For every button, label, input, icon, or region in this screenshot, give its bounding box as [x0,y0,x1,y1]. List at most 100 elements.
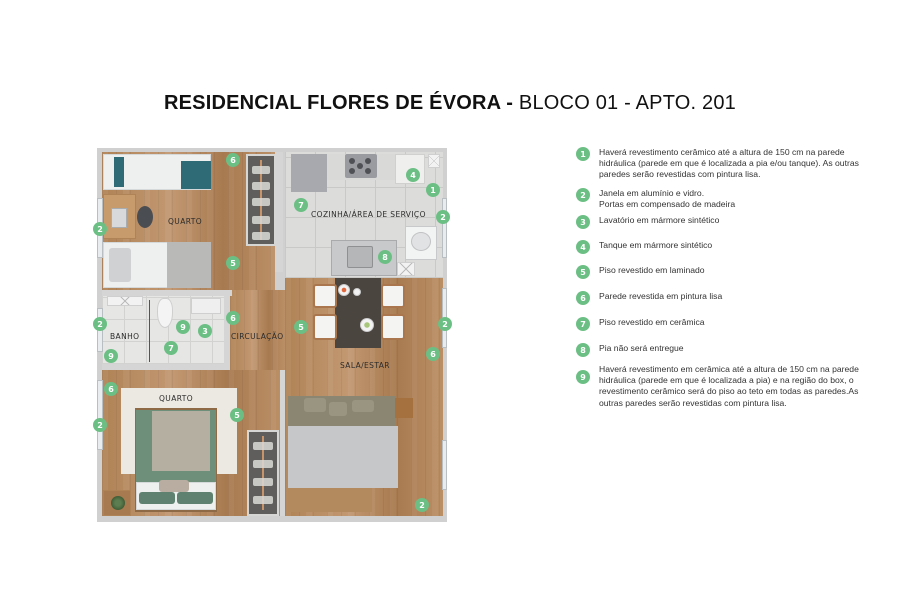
legend-badge: 2 [576,188,590,202]
window[interactable] [97,380,103,450]
dining-chair [381,314,405,340]
bed-blanket [181,161,211,189]
fridge [291,154,327,192]
wardrobe [247,430,279,516]
legend-text: Piso revestido em cerâmica [599,317,705,327]
marker-badge: 2 [436,210,450,224]
legend-item-5: 5 Piso revestido em laminado [576,265,867,279]
page-title: RESIDENCIAL FLORES DE ÉVORA - BLOCO 01 -… [0,92,900,115]
window[interactable] [442,198,447,258]
room-label-circulacao: CIRCULAÇÃO [231,332,284,341]
marker-badge: 9 [176,320,190,334]
legend-badge: 8 [576,343,590,357]
pillow [139,492,175,504]
desk-chair [137,206,153,228]
room-label-quarto: QUARTO [159,394,194,403]
floor-plan: QUARTO COZINHA/ÁREA DE SERVIÇO BANHO CIR… [93,148,452,522]
room-label-sala: SALA/ESTAR [340,361,390,370]
legend-item-4: 4 Tanque em mármore sintético [576,240,867,254]
washing-machine [405,226,437,260]
legend-item-1: 1 Haverá revestimento cerâmico até a alt… [576,147,867,181]
legend-badge: 3 [576,215,590,229]
shaft [428,154,440,168]
bath-shaft [107,296,143,306]
legend-text: Tanque em mármore sintético [599,240,713,250]
legend-text: Lavatório em mármore sintético [599,215,720,225]
shower-glass [149,300,150,362]
shaft [397,262,415,276]
bed-throw [152,411,210,471]
legend-badge: 6 [576,291,590,305]
legend-text: Piso revestido em laminado [599,265,705,275]
legend-item-6: 6 Parede revestida em pintura lisa [576,291,867,305]
plate [338,284,350,296]
marker-badge: 6 [226,153,240,167]
pillow [177,492,213,504]
kitchen-sink [347,246,373,268]
marker-badge: 7 [294,198,308,212]
legend-badge: 9 [576,370,590,384]
marker-badge: 5 [294,320,308,334]
plate [360,318,374,332]
room-label-quarto: QUARTO [168,217,203,226]
room-circulacao [230,290,285,370]
window[interactable] [442,440,447,490]
legend-item-8: 8 Pia não será entregue [576,343,867,357]
legend-badge: 5 [576,265,590,279]
legend-item-3: 3 Lavatório em mármore sintético [576,215,867,229]
room-label-banho: BANHO [110,332,140,341]
marker-badge: 3 [198,324,212,338]
pillow [159,480,189,492]
bed-blanket-grey [167,242,211,288]
laptop [111,208,127,228]
marker-badge: 1 [426,183,440,197]
legend-text: Haverá revestimento cerâmico até a altur… [599,147,859,180]
marker-badge: 6 [426,347,440,361]
legend-badge: 1 [576,147,590,161]
lavatory [191,298,221,314]
dining-chair [313,284,337,308]
wall [275,152,283,272]
legend-item-7: 7 Piso revestido em cerâmica [576,317,867,331]
sofa-cushion [304,398,326,412]
plant [111,496,125,510]
marker-badge: 4 [406,168,420,182]
title-unit: BLOCO 01 - APTO. 201 [513,92,736,114]
marker-badge: 9 [104,349,118,363]
marker-badge: 6 [104,382,118,396]
wall [224,296,230,364]
marker-badge: 2 [93,222,107,236]
room-label-cozinha: COZINHA/ÁREA DE SERVIÇO [311,210,426,219]
plate [353,288,361,296]
marker-badge: 2 [438,317,452,331]
marker-badge: 5 [230,408,244,422]
tv-rack [288,488,372,512]
title-residential-name: RESIDENCIAL FLORES DE ÉVORA - [164,92,514,114]
sofa-cushion [329,402,347,416]
bed-pillow [114,157,124,187]
wall [102,290,232,296]
wall [102,364,230,370]
wardrobe [246,154,276,246]
wall [280,370,285,516]
marker-badge: 2 [415,498,429,512]
legend-badge: 4 [576,240,590,254]
legend-text: Parede revestida em pintura lisa [599,291,723,301]
bed-pillow [109,248,131,282]
marker-badge: 2 [93,317,107,331]
living-rug [288,426,398,488]
dining-chair [381,284,405,308]
marker-badge: 2 [93,418,107,432]
marker-badge: 7 [164,341,178,355]
legend-text: Janela em alumínio e vidro. Portas em co… [599,188,736,210]
dining-chair [313,314,337,340]
stove [345,154,377,178]
marker-badge: 8 [378,250,392,264]
sofa-cushion [352,400,374,412]
marker-badge: 6 [226,311,240,325]
toilet [157,298,173,328]
legend-item-9: 9 Haverá revestimento em cerâmica até a … [576,364,867,409]
side-table [395,398,413,418]
legend-badge: 7 [576,317,590,331]
legend-text: Pia não será entregue [599,343,684,353]
